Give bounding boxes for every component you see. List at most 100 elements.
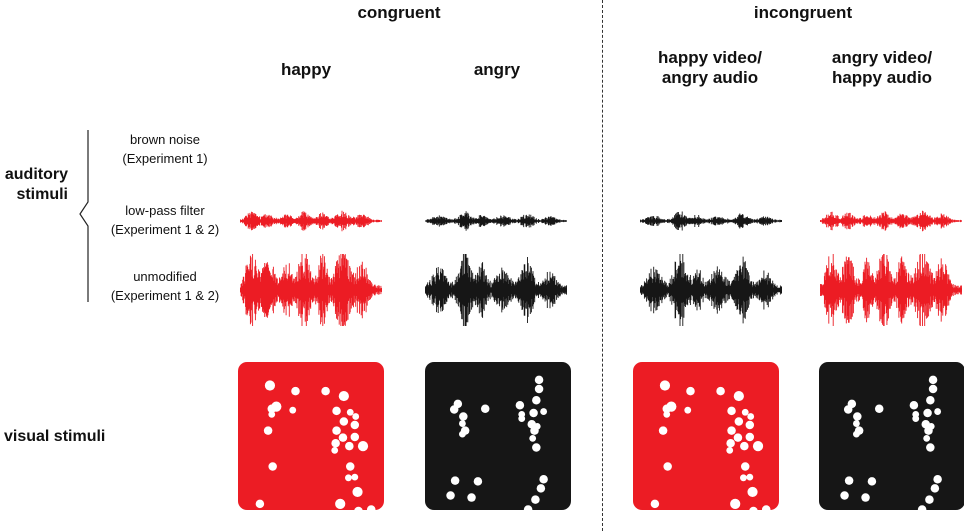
point-light-dot xyxy=(740,462,750,471)
point-light-dot xyxy=(926,396,935,405)
waveform-trace xyxy=(240,254,382,326)
point-light-dot xyxy=(745,432,755,442)
point-light-dot xyxy=(853,412,862,421)
point-light-dot xyxy=(923,434,931,442)
point-light-dot xyxy=(761,505,771,514)
row-label-line: (Experiment 1) xyxy=(122,151,208,166)
point-light-dot xyxy=(354,506,363,516)
row-label-brown-noise: brown noise (Experiment 1) xyxy=(90,130,240,168)
point-light-dot xyxy=(338,433,348,442)
point-light-dot xyxy=(291,386,300,396)
column-label-line: happy audio xyxy=(831,68,933,87)
waveform-happy-video-angry-audio-unmodified xyxy=(640,254,782,326)
row-label-line: (Experiment 1 & 2) xyxy=(110,288,220,303)
point-light-dot xyxy=(928,375,938,385)
point-light-dot xyxy=(268,411,276,418)
header-congruent: congruent xyxy=(357,3,441,22)
point-light-dot xyxy=(663,462,672,471)
point-light-dots xyxy=(446,375,548,514)
point-light-dot xyxy=(650,499,660,509)
waveform-angry-brown-noise xyxy=(425,120,567,184)
point-light-dot xyxy=(853,430,860,438)
point-light-dot xyxy=(727,426,736,435)
point-light-dot xyxy=(529,408,538,418)
point-light-dot xyxy=(658,426,668,435)
point-light-dot xyxy=(332,406,341,416)
point-light-dot xyxy=(730,498,741,510)
point-light-dot xyxy=(747,486,758,498)
point-light-dot xyxy=(746,473,754,481)
point-light-dot xyxy=(686,386,695,396)
point-light-dot xyxy=(933,474,942,484)
waveform-angry-video-happy-audio-low-pass xyxy=(820,210,962,232)
point-light-dot xyxy=(352,413,360,420)
point-light-dot xyxy=(331,446,339,454)
column-label-line: angry video/ xyxy=(831,48,933,67)
point-light-dot xyxy=(840,491,849,500)
row-label-line: brown noise xyxy=(129,132,201,147)
point-light-dot xyxy=(515,400,525,410)
point-light-dot xyxy=(726,439,735,448)
column-label-line: angry audio xyxy=(661,68,759,87)
point-light-dot xyxy=(726,446,734,454)
point-light-dot xyxy=(740,474,747,482)
point-light-dot xyxy=(923,408,932,418)
point-light-dot xyxy=(345,474,352,482)
point-light-dot xyxy=(480,404,490,414)
point-light-dot xyxy=(745,420,755,430)
point-light-dot xyxy=(529,434,537,442)
point-light-dot xyxy=(345,462,355,471)
auditory-label-line: stimuli xyxy=(16,186,68,203)
point-light-dot xyxy=(267,404,277,414)
point-light-dot xyxy=(536,484,546,493)
point-light-dot xyxy=(263,426,273,435)
row-label-line: unmodified xyxy=(133,269,197,284)
point-light-dot xyxy=(663,411,671,418)
point-light-dot xyxy=(473,477,483,486)
waveform-trace xyxy=(820,210,962,232)
point-light-dot xyxy=(534,384,544,394)
point-light-dot xyxy=(450,476,460,485)
point-light-dot xyxy=(662,404,672,414)
waveform-angry-video-happy-audio-unmodified xyxy=(820,254,962,326)
point-light-dot xyxy=(867,477,877,486)
point-light-dot xyxy=(534,375,544,385)
point-light-panel-happy xyxy=(238,362,384,516)
row-label-unmodified: unmodified (Experiment 1 & 2) xyxy=(90,267,240,305)
point-light-dot xyxy=(747,413,755,420)
point-light-dot xyxy=(459,412,468,421)
waveform-happy-brown-noise xyxy=(240,120,382,184)
point-light-dot xyxy=(684,406,692,414)
point-light-dot xyxy=(917,505,927,514)
column-label-angry-video-happy-audio: angry video/ happy audio xyxy=(807,48,957,88)
waveform-happy-low-pass xyxy=(240,210,382,232)
point-light-dot xyxy=(289,406,297,414)
point-light-dot xyxy=(350,420,360,430)
waveform-trace xyxy=(820,254,962,326)
header-incongruent: incongruent xyxy=(753,3,853,22)
point-light-dot xyxy=(332,426,341,435)
point-light-dot xyxy=(716,386,725,396)
point-light-panel-happy-video-angry-audio xyxy=(633,362,779,516)
point-light-dot xyxy=(351,473,359,481)
point-light-dot xyxy=(733,390,744,402)
waveform-angry-unmodified xyxy=(425,254,567,326)
auditory-label-line: auditory xyxy=(4,166,68,183)
point-light-dot xyxy=(530,426,539,435)
point-light-dot xyxy=(874,404,884,414)
point-light-dot xyxy=(532,396,541,405)
point-light-dot xyxy=(727,406,736,416)
waveform-trace xyxy=(240,210,382,232)
point-light-dot xyxy=(752,441,764,452)
point-light-dot xyxy=(659,380,671,391)
point-light-dot xyxy=(531,495,540,504)
row-label-line: (Experiment 1 & 2) xyxy=(110,222,220,237)
point-light-dot xyxy=(749,506,758,516)
visual-stimuli-label: visual stimuli xyxy=(4,428,106,445)
point-light-dot xyxy=(345,441,354,451)
waveform-trace xyxy=(640,254,782,326)
point-light-dots xyxy=(255,380,376,516)
point-light-panel-angry-video-happy-audio xyxy=(819,362,964,514)
point-light-dot xyxy=(357,441,369,452)
point-light-dot xyxy=(350,432,360,442)
